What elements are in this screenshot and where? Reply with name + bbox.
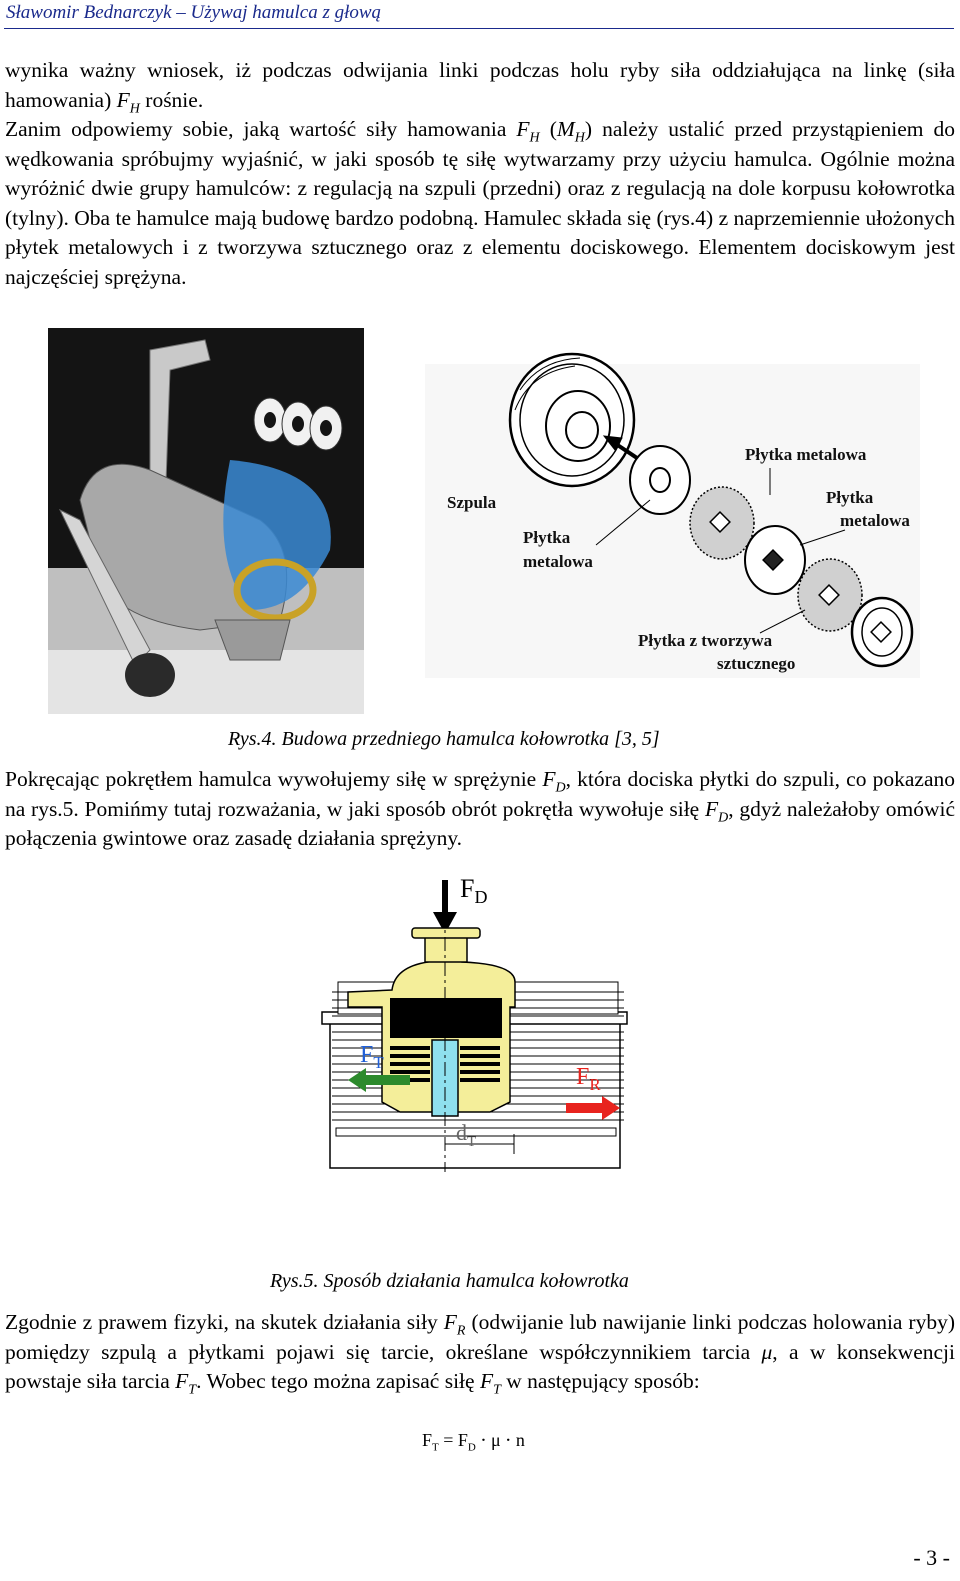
text-span: , która dociska płytki do szpuli, co pok… bbox=[5, 767, 956, 821]
text-span: Zanim odpowiemy sobie, jaką wartość siły… bbox=[5, 117, 507, 141]
formula-lhs: F bbox=[422, 1430, 433, 1450]
page-number: - 3 - bbox=[913, 1545, 950, 1570]
reel-photo bbox=[48, 328, 364, 714]
black-pressure-block bbox=[390, 998, 502, 1038]
formula-ft: FT = FD ⋅ μ ⋅ n bbox=[422, 1430, 525, 1454]
text-span: ) należy ustalić przed przystąpieniem do… bbox=[5, 117, 956, 289]
figure-5-caption: Rys.5. Sposób działania hamulca kołowrot… bbox=[270, 1270, 629, 1292]
label-fd: FD bbox=[460, 874, 487, 907]
symbol-m: M bbox=[556, 117, 575, 141]
text-span: w następujący sposób: bbox=[506, 1369, 700, 1394]
figure-5: FD dT FT FR bbox=[321, 874, 628, 1172]
symbol-f: F bbox=[704, 796, 719, 821]
symbol-f: F bbox=[116, 87, 130, 112]
text-span: ( bbox=[549, 117, 557, 141]
label-metal-plate-left-2: metalowa bbox=[523, 552, 593, 571]
symbol-sub: H bbox=[529, 130, 540, 146]
formula-rest: ⋅ μ ⋅ n bbox=[480, 1430, 525, 1450]
formula-eq: = bbox=[443, 1430, 454, 1450]
paragraph-4: Zgodnie z prawem fizyki, na skutek dział… bbox=[5, 1308, 955, 1397]
text-span: , a w konsekwencji powstaje siła tarcia bbox=[5, 1339, 955, 1394]
symbol-sub: H bbox=[129, 100, 140, 116]
formula-fd-sub: D bbox=[467, 1441, 476, 1454]
symbol-f: F bbox=[443, 1310, 457, 1334]
running-header: Sławomir Bednarczyk – Używaj hamulca z g… bbox=[6, 2, 382, 23]
symbol-sub: D bbox=[555, 780, 566, 796]
figure-4-caption: Rys.4. Budowa przedniego hamulca kołowro… bbox=[228, 728, 660, 750]
symbol-sub: T bbox=[188, 1382, 197, 1398]
text-span: (odwijanie lub nawijanie linki podczas h… bbox=[5, 1310, 956, 1364]
label-metal-plate-right-1: Płytka bbox=[826, 488, 874, 507]
label-metal-plate-right-2: metalowa bbox=[840, 511, 910, 530]
text-span: Zgodnie z prawem fizyki, na skutek dział… bbox=[5, 1310, 438, 1334]
text-span: wynika ważny wniosek, iż podczas odwijan… bbox=[5, 58, 955, 112]
symbol-sub: H bbox=[574, 130, 585, 146]
symbol-sub: T bbox=[493, 1382, 501, 1398]
label-ft: FT bbox=[360, 1042, 384, 1072]
label-spool: Szpula bbox=[447, 493, 497, 512]
symbol-f: F bbox=[479, 1369, 494, 1394]
symbol-f: F bbox=[516, 117, 530, 141]
header-rule bbox=[4, 28, 954, 29]
label-dt: dT bbox=[456, 1120, 476, 1150]
symbol-mu: μ bbox=[761, 1339, 773, 1364]
label-fr: FR bbox=[576, 1064, 601, 1094]
figure-4: Szpula Płytka metalowa Płytka metalowa P… bbox=[48, 328, 920, 714]
symbol-f: F bbox=[175, 1369, 189, 1394]
exploded-diagram bbox=[425, 352, 920, 678]
label-metal-plate-top: Płytka metalowa bbox=[745, 445, 867, 464]
text-span: rośnie. bbox=[145, 87, 204, 112]
formula-fd: F bbox=[457, 1430, 468, 1450]
formula-lhs-sub: T bbox=[432, 1441, 439, 1454]
symbol-sub: R bbox=[456, 1323, 466, 1339]
text-span: Pokręcając pokrętłem hamulca wywołujemy … bbox=[5, 767, 537, 791]
spring-shaft bbox=[431, 1039, 459, 1117]
label-plastic-plate-1: Płytka z tworzywa bbox=[638, 631, 773, 650]
text-span: . Wobec tego można zapisać siłę bbox=[196, 1369, 475, 1394]
paragraph-2: Zanim odpowiemy sobie, jaką wartość siły… bbox=[5, 115, 955, 293]
paragraph-1: wynika ważny wniosek, iż podczas odwijan… bbox=[5, 56, 955, 115]
symbol-sub: D bbox=[718, 809, 729, 825]
symbol-f: F bbox=[542, 767, 556, 791]
text-span: , gdyż należałoby omówić połączenia gwin… bbox=[5, 796, 956, 851]
label-plastic-plate-2: sztucznego bbox=[717, 654, 795, 673]
paragraph-3: Pokręcając pokrętłem hamulca wywołujemy … bbox=[5, 765, 955, 854]
label-metal-plate-left-1: Płytka bbox=[523, 528, 571, 547]
